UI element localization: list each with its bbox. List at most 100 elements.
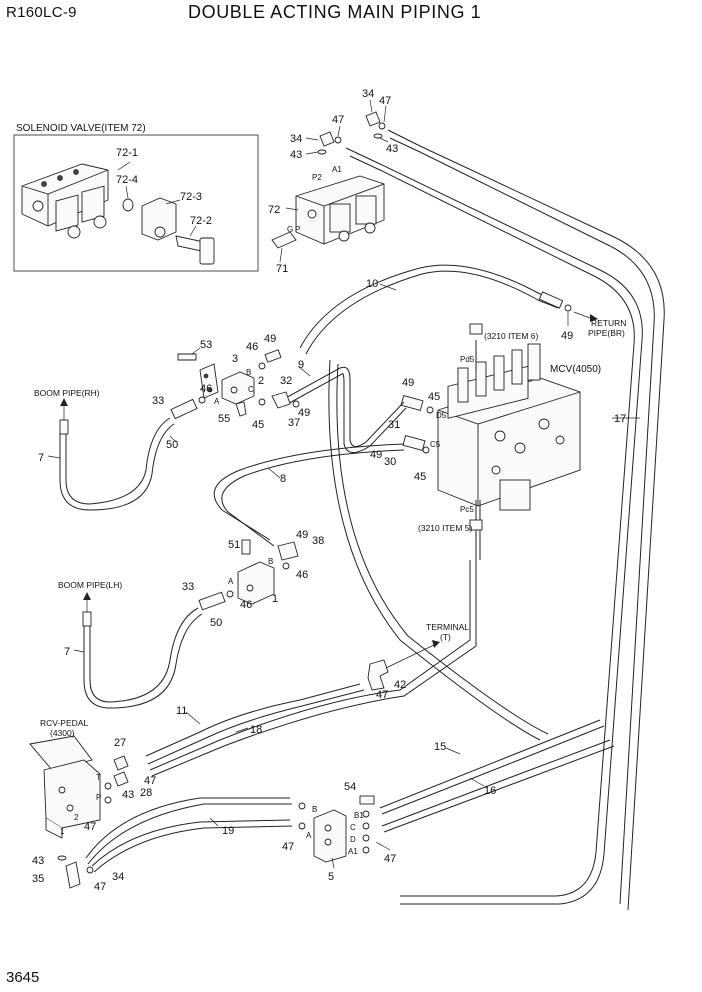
o-ring-47-t	[362, 834, 370, 842]
leader	[337, 125, 341, 137]
callout-47-term-left: 47	[282, 841, 294, 853]
hose-17-b	[389, 137, 655, 905]
o-ring-43-rcv	[104, 782, 112, 790]
callout-72-4: 72-4	[116, 174, 138, 186]
hose-8-a	[213, 443, 405, 541]
o-ring-43	[317, 149, 327, 155]
port-c: C	[350, 823, 356, 832]
label-item5: (3210 ITEM 5)	[418, 523, 472, 533]
boom-pipe-rh-end	[59, 419, 69, 435]
label-return-2: PIPE(BR)	[588, 328, 625, 338]
callout-47-rcv: 47	[84, 821, 96, 833]
callout-42: 42	[394, 679, 406, 691]
hose-8-loop-b	[336, 363, 549, 735]
elbow-35	[65, 861, 81, 889]
callout-49-lower: 49	[296, 529, 308, 541]
callout-71: 71	[276, 263, 288, 275]
solenoid-valve-inset: SOLENOID VALVE(ITEM 72)	[13, 123, 259, 272]
port-b-term: B	[312, 805, 317, 814]
o-ring-47-t	[362, 846, 370, 854]
elbow-37	[271, 391, 291, 409]
callout-33-top: 33	[152, 395, 164, 407]
callout-7-top: 7	[38, 452, 44, 464]
callout-31: 31	[388, 419, 400, 431]
o-ring-45-c5	[422, 446, 430, 454]
plate-bolt	[207, 387, 213, 393]
callout-43-top: 43	[386, 143, 398, 155]
mcv-4050: MCV(4050) (3210 ITEM 6) Pd5 Pc5 (3210 IT…	[370, 323, 601, 560]
mcv-spool	[475, 361, 487, 397]
hose-8-loop-a	[328, 359, 541, 741]
port-p-rcv: P	[96, 793, 101, 802]
leader	[305, 137, 319, 141]
boom-pipe-lh-end	[82, 611, 92, 627]
hose-10-b	[305, 270, 559, 355]
hose-19-lower-a	[91, 819, 291, 867]
hose-19-terminal-5: 19 B A 47 5 B1 C D A1 54 47	[85, 719, 615, 883]
callout-72-1: 72-1	[116, 147, 138, 159]
coil-connector	[364, 222, 376, 234]
leader	[209, 817, 219, 827]
solenoid-valve-72: P2 A1 G P 72 71 47 34 43 34 47	[268, 88, 398, 275]
callout-47-bottom: 47	[94, 881, 106, 893]
solenoid-bolt	[41, 181, 47, 187]
block-port	[324, 824, 332, 832]
leader	[285, 207, 299, 211]
long-hoses: 10 17 RETURN PIPE(BR) 49	[299, 129, 665, 911]
o-ring-47	[334, 136, 342, 144]
block-1	[237, 561, 275, 605]
leader	[297, 365, 311, 377]
tee-42	[367, 659, 389, 691]
elbow-38	[277, 541, 299, 561]
callout-72-2: 72-2	[190, 215, 212, 227]
rcv-pedal: RCV-PEDAL (4300) T P 1 2 27 47 43 28 47 …	[29, 718, 156, 893]
mcv-top	[447, 365, 529, 419]
mcv-port	[538, 418, 550, 430]
valve-port	[307, 209, 317, 219]
callout-27: 27	[114, 737, 126, 749]
hose-18-a	[149, 560, 471, 771]
o-ring-46-lower-left	[226, 590, 234, 598]
solenoid-coil	[81, 185, 105, 223]
o-ring-45	[426, 406, 434, 414]
callout-46-top: 46	[246, 341, 258, 353]
fitting-30	[402, 435, 426, 451]
callout-34: 34	[290, 133, 302, 145]
leader	[383, 105, 387, 123]
label-rcv-2: (4300)	[50, 728, 75, 738]
hose-7-rh-a	[65, 417, 171, 505]
callout-47-rcv-top: 47	[144, 775, 156, 787]
arrow-up-icon	[60, 398, 68, 406]
o-ring-43-bottom	[57, 855, 67, 861]
mcv-port	[494, 430, 506, 442]
callout-11: 11	[176, 705, 187, 717]
port-c-top: C	[248, 385, 254, 394]
callout-45-upper: 45	[252, 419, 264, 431]
callout-15: 15	[434, 741, 446, 753]
leader	[445, 747, 461, 755]
page-number: 3645	[6, 969, 40, 986]
valve-coil	[329, 203, 351, 233]
label-terminal-1: TERMINAL	[426, 622, 469, 632]
hose-16-a	[381, 739, 611, 827]
coil-connector	[338, 230, 350, 242]
callout-43-rcv: 43	[122, 789, 134, 801]
terminal-block-5	[313, 809, 347, 863]
elbow-34	[319, 131, 335, 147]
port-d5: D5	[436, 411, 447, 420]
port-b-mid: B	[268, 557, 273, 566]
fitting-31	[400, 395, 424, 411]
hose-15-b	[381, 725, 605, 815]
solenoid-body	[21, 163, 109, 227]
arrow-up-icon	[83, 592, 91, 600]
callout-43: 43	[290, 149, 302, 161]
callout-50-lower: 50	[210, 617, 222, 629]
mcv-spool	[511, 349, 523, 385]
mcv-spool	[457, 367, 469, 403]
bolt-55	[235, 401, 247, 417]
o-ring-49	[564, 304, 572, 312]
hose-18-b	[151, 560, 477, 777]
mcv-port	[514, 442, 526, 454]
port-2: 2	[74, 813, 79, 822]
